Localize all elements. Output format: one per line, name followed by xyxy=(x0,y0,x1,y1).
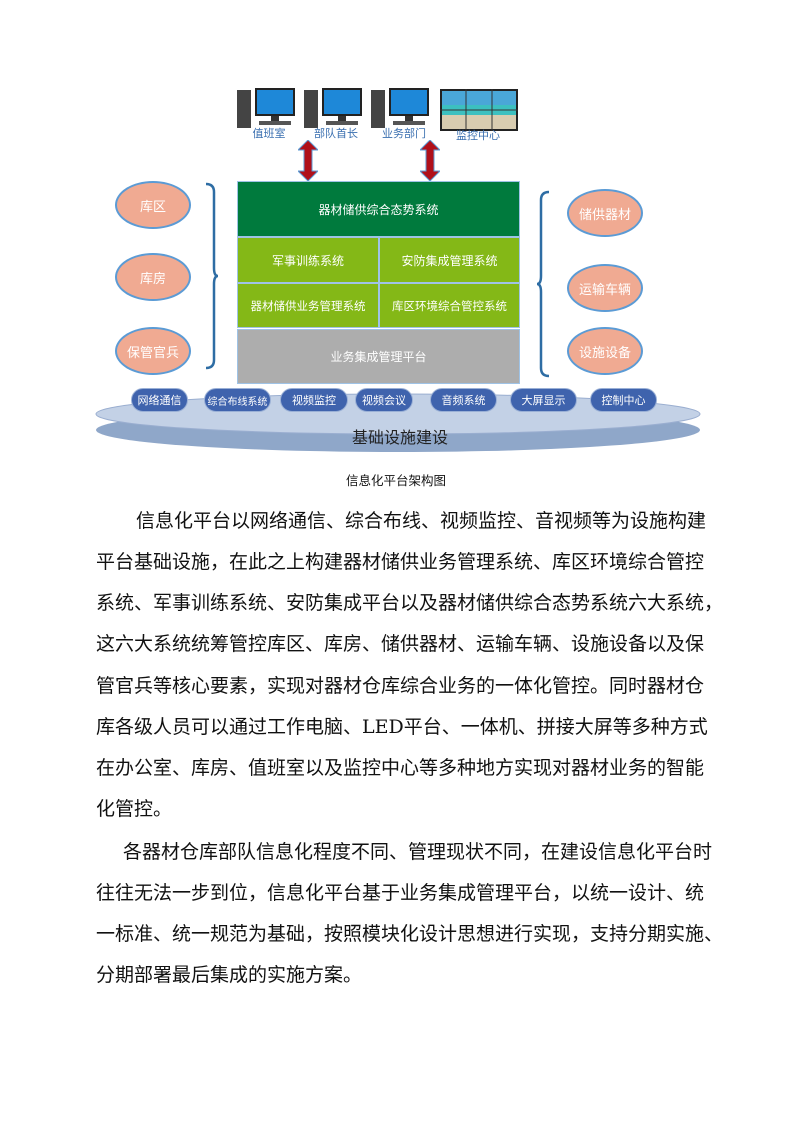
figure-caption: 信息化平台架构图 xyxy=(345,473,446,488)
text-line: 往往无法一步到位，信息化平台基于业务集成管理平台，以统一设计、统 xyxy=(96,882,705,904)
system-box: 安防集成管理系统 xyxy=(379,237,520,283)
text-line: 一标准、统一规范为基础，按照模块化设计思想进行实现，支持分期实施、 xyxy=(96,923,724,945)
text-line: 这六大系统统筹管控库区、库房、储供器材、运输车辆、设施设备以及保 xyxy=(96,633,705,655)
computer-icon xyxy=(237,88,299,132)
computer-icon xyxy=(304,88,366,132)
left-brace-icon xyxy=(205,182,219,370)
infra-pill: 控制中心 xyxy=(590,388,657,412)
terminal-label: 监控中心 xyxy=(456,129,500,142)
text-line: 各器材仓库部队信息化程度不同、管理现状不同，在建设信息化平台时 xyxy=(123,841,713,863)
infra-pill: 视频会议 xyxy=(355,388,413,412)
text-line: 管官兵等核心要素，实现对器材仓库综合业务的一体化管控。同时器材仓 xyxy=(96,675,705,697)
right-brace-icon xyxy=(536,190,550,378)
system-box: 库区环境综合管控系统 xyxy=(379,283,520,328)
element-ellipse: 库房 xyxy=(115,253,191,301)
infra-pill: 网络通信 xyxy=(131,388,188,412)
computer-icon xyxy=(371,88,433,132)
system-box: 军事训练系统 xyxy=(237,237,379,283)
infra-pill: 大屏显示 xyxy=(510,388,577,412)
terminal-label: 值班室 xyxy=(252,127,286,140)
text-line: 分期部署最后集成的实施方案。 xyxy=(96,964,363,986)
element-ellipse: 运输车辆 xyxy=(567,264,643,312)
double-arrow-icon xyxy=(420,140,440,181)
double-arrow-icon xyxy=(298,140,318,181)
text-line: 库各级人员可以通过工作电脑、LED平台、一体机、拼接大屏等多种方式 xyxy=(96,716,708,738)
infra-pill: 综合布线系统 xyxy=(204,388,271,412)
text-line: 信息化平台以网络通信、综合布线、视频监控、音视频等为设施构建 xyxy=(136,510,707,532)
text-line: 平台基础设施，在此之上构建器材储供业务管理系统、库区环境综合管控 xyxy=(96,551,705,573)
video-wall-icon xyxy=(440,89,518,135)
terminal-label: 部队首长 xyxy=(314,127,358,140)
base-label: 基础设施建设 xyxy=(351,428,448,447)
top-system-box: 器材储供综合态势系统 xyxy=(237,181,520,237)
element-ellipse: 保管官兵 xyxy=(115,327,191,375)
infra-pill: 音频系统 xyxy=(430,388,497,412)
terminal-label: 业务部门 xyxy=(382,127,426,140)
element-ellipse: 库区 xyxy=(115,181,191,229)
text-line: 在办公室、库房、值班室以及监控中心等多种地方实现对器材业务的智能 xyxy=(96,757,705,779)
element-ellipse: 储供器材 xyxy=(567,189,643,237)
infra-pill: 视频监控 xyxy=(280,388,348,412)
text-line: 化管控。 xyxy=(96,798,173,820)
platform-box: 业务集成管理平台 xyxy=(237,329,520,384)
element-ellipse: 设施设备 xyxy=(567,327,643,375)
system-box: 器材储供业务管理系统 xyxy=(237,283,379,328)
text-line: 系统、军事训练系统、安防集成平台以及器材储供综合态势系统六大系统， xyxy=(96,592,724,614)
